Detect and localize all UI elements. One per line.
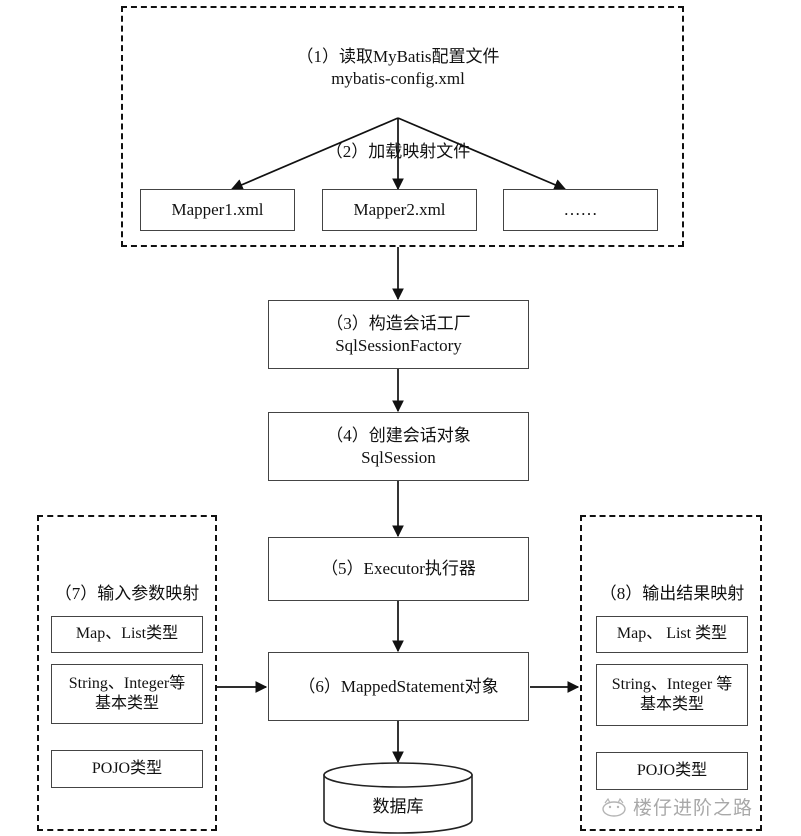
watermark-text: 楼仔进阶之路	[633, 798, 754, 819]
step4-box[interactable]: （4）创建会话对象 SqlSession	[268, 412, 529, 481]
output-type-pojo[interactable]: POJO类型	[596, 752, 748, 790]
input-group-container	[37, 515, 217, 831]
input-type-primitive[interactable]: String、Integer等 基本类型	[51, 664, 203, 724]
input-type-map-list[interactable]: Map、List类型	[51, 616, 203, 653]
step3-line2: SqlSessionFactory	[335, 335, 462, 355]
database-label: 数据库	[372, 797, 424, 816]
step2-label: （2）加载映射文件	[325, 142, 471, 161]
database-node[interactable]: 数据库	[322, 762, 474, 836]
mapper1-box[interactable]: Mapper1.xml	[140, 189, 295, 231]
step1-label-line1: （1）读取MyBatis配置文件	[296, 47, 500, 66]
step3-box[interactable]: （3）构造会话工厂 SqlSessionFactory	[268, 300, 529, 369]
output-type-pojo-line1: POJO类型	[636, 761, 708, 779]
mapper-more-box[interactable]: ……	[503, 189, 658, 231]
step5-box[interactable]: （5）Executor执行器	[268, 537, 529, 601]
output-group-heading: （8）输出结果映射	[599, 584, 745, 603]
input-type-pojo[interactable]: POJO类型	[51, 750, 203, 788]
input-type-map-list-line1: Map、List类型	[75, 625, 179, 643]
step6-box[interactable]: （6）MappedStatement对象	[268, 652, 529, 721]
step1-label-line2: mybatis-config.xml	[331, 69, 465, 89]
output-type-map-list[interactable]: Map、 List 类型	[596, 616, 748, 653]
step5-line1: （5）Executor执行器	[321, 559, 476, 579]
input-type-pojo-line1: POJO类型	[91, 759, 163, 777]
watermark: 楼仔进阶之路	[600, 793, 753, 820]
output-type-primitive-line2: 基本类型	[639, 696, 704, 713]
input-group-heading: （7）输入参数映射	[54, 584, 200, 603]
input-type-primitive-line1: String、Integer等	[68, 674, 186, 692]
output-type-map-list-line1: Map、 List 类型	[616, 625, 728, 643]
step4-line2: SqlSession	[361, 447, 436, 467]
database-cylinder-icon	[323, 762, 473, 834]
step3-line1: （3）构造会话工厂	[326, 313, 471, 333]
config-group-container	[121, 6, 684, 247]
output-type-primitive-line1: String、Integer 等	[611, 675, 733, 693]
step4-line1: （4）创建会话对象	[326, 425, 471, 445]
mapper1-label: Mapper1.xml	[171, 200, 264, 220]
mapper-more-label: ……	[563, 200, 598, 220]
step1-label: （1）读取MyBatis配置文件 mybatis-config.xml	[238, 46, 558, 90]
output-type-primitive[interactable]: String、Integer 等 基本类型	[596, 664, 748, 726]
mascot-logo-icon	[602, 797, 626, 817]
mapper2-label: Mapper2.xml	[353, 200, 446, 220]
mapper2-box[interactable]: Mapper2.xml	[322, 189, 477, 231]
output-group-container	[580, 515, 762, 831]
step6-line1: （6）MappedStatement对象	[298, 676, 499, 696]
input-type-primitive-line2: 基本类型	[94, 695, 159, 712]
